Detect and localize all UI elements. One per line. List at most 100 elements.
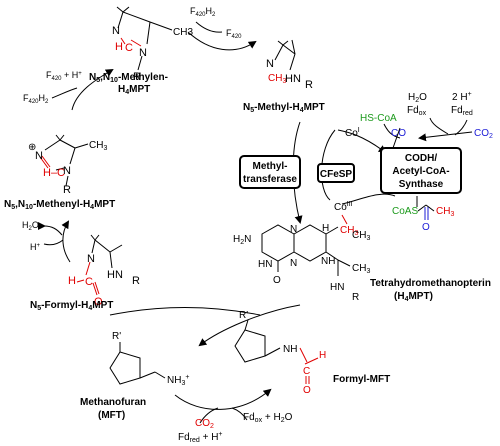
ch3-thmpt: CH3	[352, 230, 370, 242]
r-group: R	[132, 275, 140, 287]
h2n-group: H2N	[233, 234, 251, 246]
f420-h-left: F420 + H+	[46, 70, 82, 82]
f420h2-left: F420H2	[23, 93, 49, 105]
h-atom-red: H	[319, 350, 326, 361]
o-atom-red: O	[303, 385, 311, 396]
r-group: R	[133, 71, 141, 83]
arrow-co2-to-co	[418, 131, 473, 142]
nh3-group: NH3+	[167, 374, 189, 387]
formyl-mft-name: Formyl-MFT	[333, 374, 390, 385]
codh-box	[380, 147, 462, 194]
thmpt-name-1: Tetrahydromethanopterin	[370, 278, 491, 289]
curve-fd-bottom	[231, 407, 248, 421]
arrow-co	[392, 127, 401, 149]
methyl-h4mpt-structure: N CH3 HN R N5-Methyl-H4MPT	[243, 39, 325, 114]
methylene-name-2: H4MPT	[118, 84, 150, 96]
n-atom: N	[290, 224, 297, 235]
hs-coa-label: HS-CoA	[360, 113, 397, 124]
mft-name-2: (MFT)	[98, 410, 125, 421]
c-atom-red: C	[125, 42, 133, 54]
co-iii-label: CoIII	[334, 201, 353, 213]
ch3-group: CH3	[173, 27, 193, 38]
nh-group: NH	[283, 344, 297, 355]
thmpt-structure	[261, 224, 351, 276]
o-acetyl: O	[422, 222, 430, 233]
arrow-methylene-to-methyl	[187, 31, 257, 51]
hn-group: HN	[330, 282, 344, 293]
curve-h2o-right	[429, 117, 449, 135]
n-atom: N	[139, 47, 147, 59]
o-atom-red: O	[94, 296, 103, 308]
c-atom-red: C	[85, 276, 93, 288]
formyl-mft-structure	[234, 319, 281, 363]
methyl-name: N5-Methyl-H4MPT	[243, 102, 325, 114]
r-group: R	[352, 292, 359, 303]
formyl-h4mpt-structure: N H C O HN R N5-Formyl-H4MPT	[30, 234, 140, 312]
methylene-name: N5,N10-Methylen-	[89, 72, 168, 84]
methenyl-name: N5,N10-Methenyl-H4MPT	[4, 199, 115, 211]
methyltransferase-label-1: Methyl-	[253, 161, 288, 172]
ch3-thmpt-2: CH3	[352, 263, 370, 275]
methyltransferase-label-2: transferase	[243, 174, 297, 185]
formyl-name: N5-Formyl-H4MPT	[30, 300, 113, 312]
methanofuran-structure	[109, 342, 166, 385]
h-plus-left: H+	[30, 242, 41, 252]
nh-group: NH	[321, 256, 335, 267]
methenyl-h4mpt-structure: ⊕ N CH3 H–C N R N5,N10-Methenyl-H4MPT	[4, 134, 115, 211]
cfesp-label: CFeSP	[320, 169, 353, 180]
codh-label-2: Acetyl-CoA-	[392, 166, 449, 177]
n-atom: N	[63, 165, 71, 177]
arrow-mft-to-formylmft	[174, 388, 272, 410]
co2-right: CO2	[474, 128, 493, 140]
arrow-formyl-to-methenyl	[61, 220, 71, 263]
coas-label: CoAS	[392, 206, 418, 217]
mft-name-1: Methanofuran	[80, 397, 146, 408]
c-h-red: H–C	[43, 167, 65, 179]
h-atom-red: H	[115, 41, 123, 53]
fdred-bottom: Fdred + H+	[178, 431, 223, 444]
hn-group: HN	[285, 73, 301, 85]
curve-f420h2	[195, 21, 223, 33]
codh-label-1: CODH/	[405, 153, 437, 164]
curve-h-plus	[43, 239, 64, 246]
r-group: R	[63, 184, 71, 196]
arrow-methenyl-to-methylene	[71, 68, 114, 111]
ch3-group: CH3	[89, 140, 107, 152]
arrow-formylmft-to-mft	[198, 304, 301, 347]
ch3-red-co: CH3	[340, 225, 358, 237]
arrow-coi	[337, 129, 387, 154]
n-atom: N	[266, 58, 274, 70]
hn-group: HN	[107, 269, 123, 281]
methyltransferase-box	[239, 155, 301, 189]
codh-label-3: Synthase	[399, 179, 444, 190]
plus-charge: ⊕	[28, 142, 36, 153]
co-label: CO	[391, 128, 406, 139]
curve-hs-coa	[383, 123, 401, 139]
curve-co2-bottom	[199, 407, 219, 424]
o-atom: O	[273, 275, 281, 286]
thmpt-name-2: (H4MPT)	[394, 291, 433, 303]
methylene-h4mpt-structure: N CH3 H C N R N5,N10-Methylen- H4MPT	[89, 6, 193, 96]
two-h-plus: 2 H+	[452, 91, 472, 103]
co-i-label: CoI	[345, 127, 360, 139]
r-prime: R'	[112, 331, 121, 342]
n-atom: N	[112, 25, 120, 37]
h2o-right: H2O	[408, 92, 427, 104]
arrow-coiii	[341, 193, 396, 205]
curve-h2o	[37, 221, 63, 236]
n-atom: N	[290, 258, 297, 269]
h-atom: H	[322, 223, 329, 234]
r-group: R	[305, 79, 313, 91]
ch3-acetyl: CH3	[436, 206, 454, 218]
c-atom-red: C	[303, 366, 310, 377]
r-prime: R'	[239, 310, 248, 321]
curve-f420-h	[51, 87, 78, 99]
n-atom: N	[35, 150, 43, 162]
f420-top: F420	[226, 28, 242, 40]
cfesp-box	[317, 163, 355, 183]
fdox-bottom: Fdox + H2O	[243, 412, 293, 424]
f420h2-top: F420H2	[190, 6, 216, 18]
h-atom-red: H	[68, 275, 76, 287]
co2-bottom: CO2	[195, 418, 214, 430]
